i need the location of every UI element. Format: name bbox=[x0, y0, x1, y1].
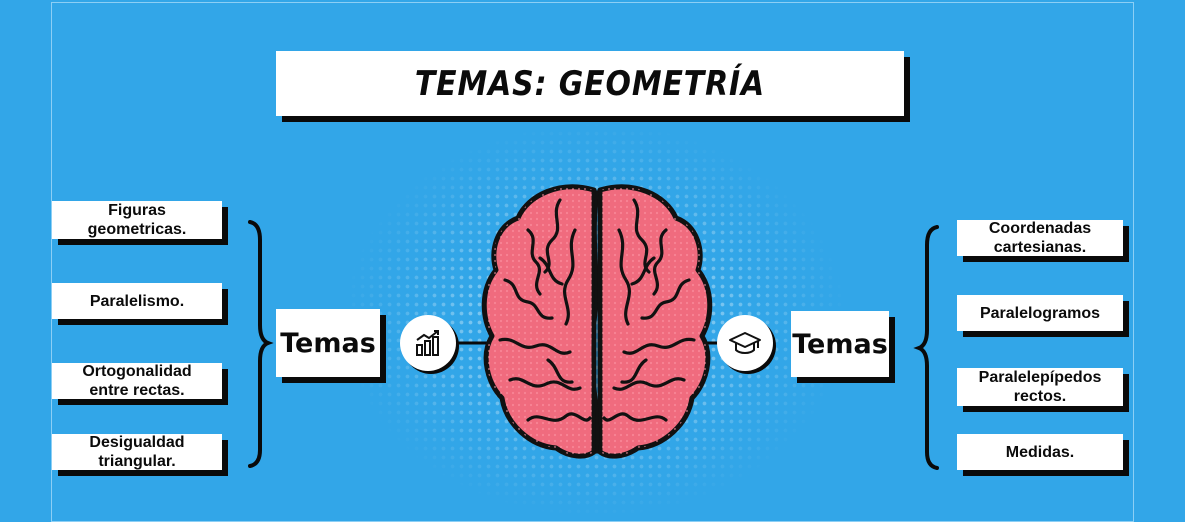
right-item-3: Paralelepípedos rectos. bbox=[957, 368, 1123, 406]
item-line: Coordenadas bbox=[988, 220, 1092, 237]
brain-folds bbox=[498, 190, 696, 454]
left-item-4: Desigualdad triangular. bbox=[52, 434, 222, 470]
left-item-1: Figuras geometricas. bbox=[52, 201, 222, 239]
item-line: entre rectas. bbox=[89, 382, 185, 399]
item-line: Paralelogramos bbox=[979, 304, 1101, 322]
title-box: TEMAS: GEOMETRÍA bbox=[276, 51, 904, 116]
item-line: Medidas. bbox=[1005, 443, 1075, 461]
item-line: cartesianas. bbox=[993, 239, 1087, 256]
right-hub-label: Temas bbox=[792, 328, 888, 360]
right-item-4: Medidas. bbox=[957, 434, 1123, 470]
item-line: rectos. bbox=[1013, 388, 1067, 405]
brain-left-hemisphere bbox=[481, 184, 597, 459]
right-bracket bbox=[913, 225, 939, 470]
item-line: Figuras bbox=[108, 202, 166, 219]
left-item-2: Paralelismo. bbox=[52, 283, 222, 319]
graduation-cap-icon bbox=[729, 332, 761, 354]
left-bracket bbox=[248, 220, 274, 468]
brain-right-hemisphere bbox=[597, 184, 713, 459]
item-line: Paralelepípedos bbox=[978, 369, 1102, 386]
right-hub-box: Temas bbox=[791, 311, 889, 377]
item-line: Paralelismo. bbox=[89, 292, 185, 310]
item-line: Ortogonalidad bbox=[82, 363, 192, 380]
item-line: Desigualdad bbox=[89, 434, 185, 451]
left-item-3: Ortogonalidad entre rectas. bbox=[52, 363, 222, 399]
right-hub-icon-circle bbox=[717, 315, 773, 371]
item-line: triangular. bbox=[98, 453, 176, 470]
page-title: TEMAS: GEOMETRÍA bbox=[414, 63, 766, 104]
bar-chart-icon bbox=[416, 330, 439, 356]
item-line: geometricas. bbox=[87, 221, 187, 238]
left-hub-icon-circle bbox=[400, 315, 456, 371]
left-hub-box: Temas bbox=[276, 309, 380, 377]
right-item-2: Paralelogramos bbox=[957, 295, 1123, 331]
right-item-1: Coordenadas cartesianas. bbox=[957, 220, 1123, 256]
left-hub-label: Temas bbox=[280, 327, 376, 359]
